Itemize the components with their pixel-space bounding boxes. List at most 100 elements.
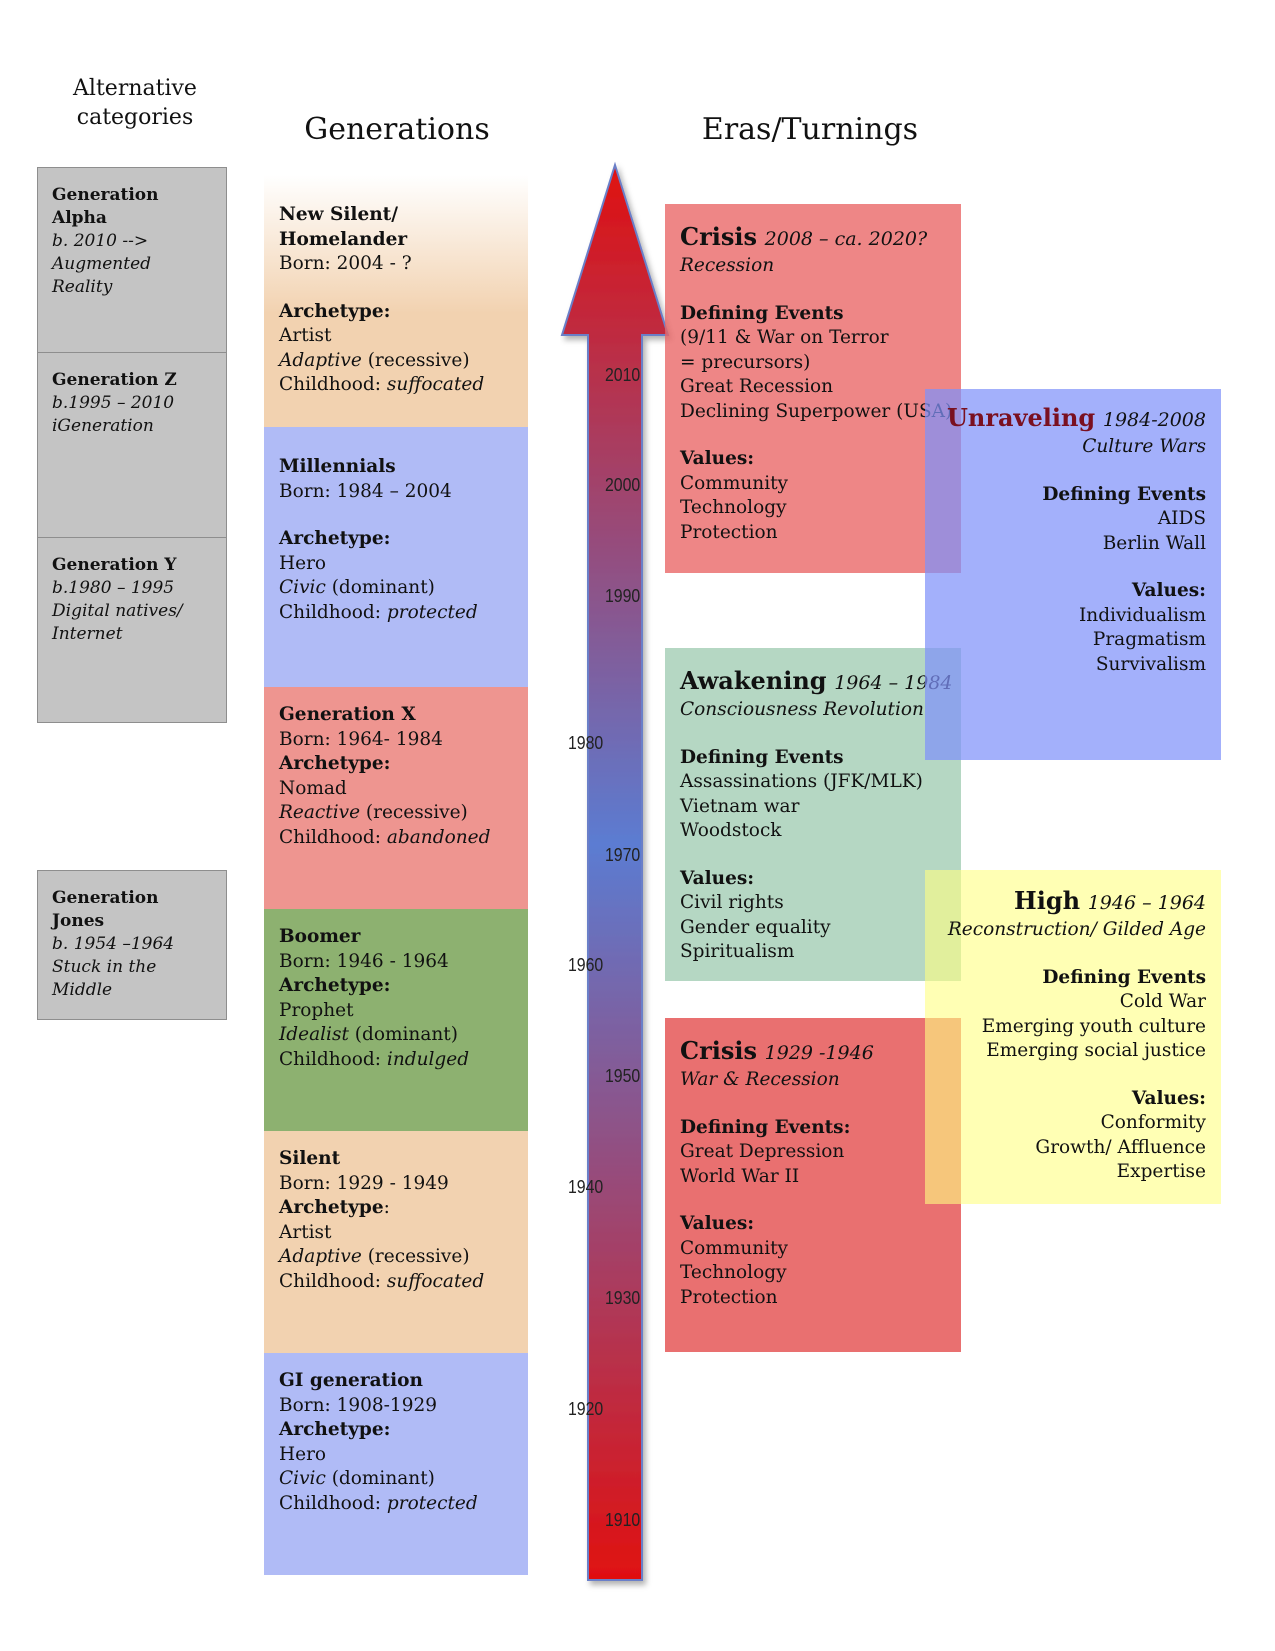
generation-x: Generation X Born: 1964- 1984 Archetype:… xyxy=(264,687,528,909)
defining-event: (9/11 & War on Terror xyxy=(680,327,889,348)
generation-born: Born: 1946 - 1964 xyxy=(279,950,449,972)
archetype-mode: Civic xyxy=(279,1468,326,1489)
defining-event: Berlin Wall xyxy=(1102,532,1206,554)
archetype-value: Hero xyxy=(279,552,327,574)
alt-desc: Internet xyxy=(52,624,123,644)
generation-name: GI generation xyxy=(279,1370,423,1391)
generation-millennials: Millennials Born: 1984 – 2004 Archetype:… xyxy=(264,427,528,687)
era-name: Crisis xyxy=(680,1036,758,1065)
generation-boomer: Boomer Born: 1946 - 1964 Archetype: Prop… xyxy=(264,909,528,1131)
values-label: Values: xyxy=(680,867,755,889)
year-label-2000: 2000 xyxy=(605,475,641,495)
defining-event: Emerging youth culture xyxy=(981,1015,1206,1037)
era-dates: 2008 – ca. 2020? xyxy=(764,228,928,250)
childhood-value: protected xyxy=(386,1492,478,1514)
year-label-1950: 1950 xyxy=(605,1066,641,1086)
era-subtitle: Consciousness Revolution xyxy=(680,699,924,720)
defining-event: Great Depression xyxy=(680,1141,845,1162)
defining-events-label: Defining Events xyxy=(680,746,844,768)
childhood-label: Childhood: xyxy=(279,826,387,848)
generation-born: Born: 2004 - ? xyxy=(279,253,412,274)
generation-name: Generation X xyxy=(279,704,416,725)
archetype-mode-note: (recessive) xyxy=(361,349,470,371)
value-item: Community xyxy=(680,1237,789,1259)
alt-born: b.1980 – 1995 xyxy=(52,578,175,598)
defining-event: Vietnam war xyxy=(680,795,800,817)
generation-silent: Silent Born: 1929 - 1949 Archetype: Arti… xyxy=(264,1131,528,1353)
defining-event: Emerging social justice xyxy=(986,1040,1206,1061)
generation-born: Born: 1964- 1984 xyxy=(279,728,443,750)
generations-header: Generations xyxy=(304,112,490,147)
alt-born: b.1995 – 2010 xyxy=(52,393,175,413)
alt-name: Generation Jones xyxy=(52,888,159,931)
archetype-mode-note: (recessive) xyxy=(361,1246,470,1267)
alternative-categories-header: Alternative categories xyxy=(73,76,197,130)
archetype-value: Prophet xyxy=(279,999,354,1021)
defining-event: AIDS xyxy=(1157,508,1206,529)
value-item: Community xyxy=(680,472,789,494)
defining-events-label: Defining Events xyxy=(680,302,844,324)
childhood-value: protected xyxy=(386,601,478,623)
era-name: Crisis xyxy=(680,222,758,251)
defining-events-label: Defining Events xyxy=(1042,966,1206,988)
alt-desc: Digital natives/ xyxy=(52,601,183,621)
archetype-value: Nomad xyxy=(279,777,347,799)
archetype-label: Archetype: xyxy=(279,975,391,996)
value-item: Technology xyxy=(680,497,787,518)
year-label-1910: 1910 xyxy=(605,1510,641,1530)
alt-name: Generation xyxy=(52,185,159,205)
values-label: Values: xyxy=(1131,1087,1206,1109)
generation-homelander: New Silent/ Homelander Born: 2004 - ? Ar… xyxy=(264,175,528,427)
value-item: Growth/ Affluence xyxy=(1035,1136,1206,1158)
value-item: Individualism xyxy=(1078,604,1206,626)
defining-event: Declining Superpower (USA) xyxy=(680,400,953,422)
archetype-mode: Reactive xyxy=(279,802,361,823)
archetype-mode-note: (recessive) xyxy=(360,802,468,823)
era-dates: 1964 – 1984 xyxy=(834,672,953,694)
childhood-label: Childhood: xyxy=(279,1048,387,1070)
era-name: Awakening xyxy=(680,666,827,695)
childhood-value: suffocated xyxy=(386,1270,485,1292)
childhood-label: Childhood: xyxy=(279,1492,387,1514)
alt-category-alpha: Generation Alpha b. 2010 --> Augmented R… xyxy=(37,167,227,353)
generation-name: Homelander xyxy=(279,228,408,250)
year-label-1960: 1960 xyxy=(568,955,604,975)
childhood-value: abandoned xyxy=(386,826,491,848)
defining-events-label: Defining Events: xyxy=(680,1116,851,1138)
archetype-mode-note: (dominant) xyxy=(325,1468,435,1489)
era-subtitle: Recession xyxy=(680,255,775,276)
generation-born: Born: 1908-1929 xyxy=(279,1394,438,1416)
alt-name: Generation Z xyxy=(52,370,177,390)
era-subtitle: Culture Wars xyxy=(1082,436,1206,457)
value-item: Civil rights xyxy=(680,892,784,913)
archetype-mode: Civic xyxy=(279,577,326,598)
generation-gi: GI generation Born: 1908-1929 Archetype:… xyxy=(264,1353,528,1575)
archetype-label: Archetype: xyxy=(279,300,391,322)
era-dates: 1929 -1946 xyxy=(764,1042,874,1064)
childhood-label: Childhood: xyxy=(279,601,387,623)
era-dates: 1984-2008 xyxy=(1102,409,1206,431)
archetype-mode-note: (dominant) xyxy=(348,1024,458,1045)
generation-name: Millennials xyxy=(279,456,396,477)
era-subtitle: Reconstruction/ Gilded Age xyxy=(947,919,1206,940)
value-item: Conformity xyxy=(1100,1112,1206,1133)
year-label-1940: 1940 xyxy=(568,1177,604,1197)
timeline-arrow xyxy=(560,161,670,1581)
archetype-value: Hero xyxy=(279,1443,327,1465)
alt-category-jones: Generation Jones b. 1954 –1964 Stuck in … xyxy=(37,870,227,1020)
alt-category-y: Generation Y b.1980 – 1995 Digital nativ… xyxy=(37,537,227,723)
value-item: Protection xyxy=(680,521,778,543)
era-awakening: Awakening 1964 – 1984 Consciousness Revo… xyxy=(665,648,961,981)
year-label-1920: 1920 xyxy=(568,1399,604,1419)
generation-name: Silent xyxy=(279,1148,341,1169)
archetype-colon: : xyxy=(383,1197,390,1218)
alt-born: b. 2010 --> xyxy=(52,231,149,251)
year-label-1970: 1970 xyxy=(605,845,641,865)
era-name: High xyxy=(1014,886,1081,915)
era-crisis-2008: Crisis 2008 – ca. 2020? Recession Defini… xyxy=(665,204,961,573)
alt-desc: iGeneration xyxy=(52,416,154,436)
archetype-mode: Idealist xyxy=(279,1024,349,1045)
defining-event: = precursors) xyxy=(680,351,811,373)
year-label-1930: 1930 xyxy=(605,1288,641,1308)
value-item: Technology xyxy=(680,1262,787,1283)
